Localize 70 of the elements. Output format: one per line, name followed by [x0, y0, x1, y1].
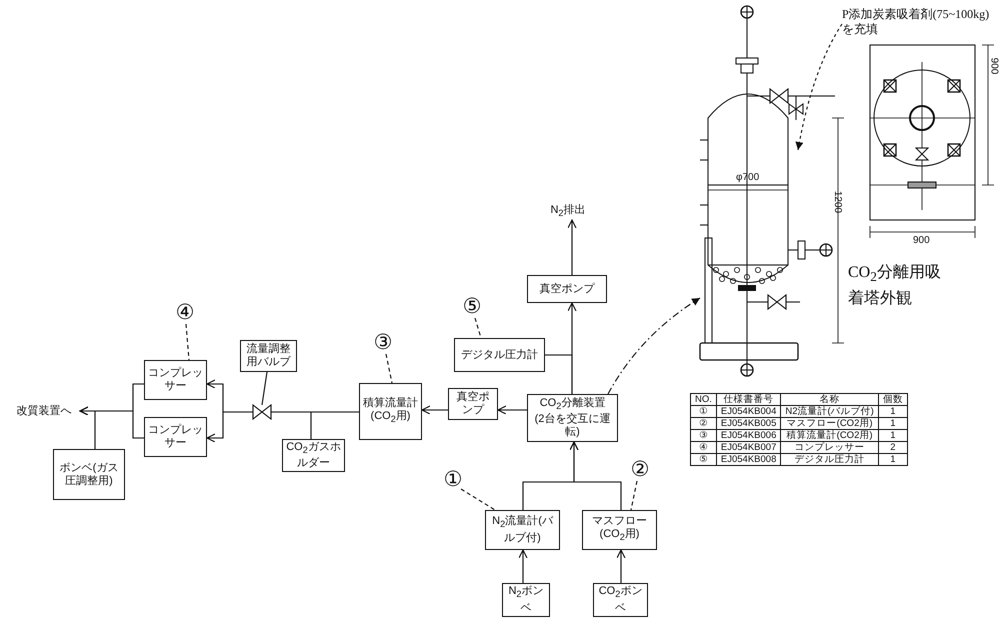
arrow	[569, 441, 622, 510]
arrow	[608, 298, 700, 394]
table-cell: ①	[690, 406, 716, 418]
process-box: ボンベ(ガス圧調整用)	[53, 449, 125, 500]
table-cell: ③	[690, 430, 716, 442]
table-header-cell: 仕様書番号	[716, 394, 781, 406]
arrow	[497, 405, 527, 415]
connector-line	[261, 372, 268, 406]
connector-line	[545, 354, 573, 394]
table-cell: 積算流量計(CO2用)	[780, 430, 878, 442]
table-cell: 1	[878, 454, 908, 466]
leader-line	[185, 324, 190, 360]
callout-number: ④	[174, 302, 196, 324]
adsorption-tower-drawing	[699, 5, 799, 377]
arrow	[796, 24, 842, 150]
process-box: CO$_{2}$分離装置 (2台を交互に運転)	[527, 394, 618, 442]
table-cell: ④	[690, 442, 716, 454]
table-cell: 1	[878, 430, 908, 442]
figure-caption: CO$_{2}$分離用吸着塔外観	[848, 263, 942, 310]
process-box: N$_{2}$ボンベ	[502, 583, 550, 617]
callout-number: ⑤	[461, 296, 483, 318]
table-cell: コンプレッサー	[780, 442, 878, 454]
process-box: コンプレッサー	[144, 417, 207, 457]
table-cell: EJ054KB008	[716, 454, 781, 466]
leader-line	[474, 318, 482, 338]
table-cell: ②	[690, 418, 716, 430]
process-box: デジタル圧力計	[454, 338, 545, 372]
table-cell: EJ054KB004	[716, 406, 781, 418]
callout-number: ②	[629, 459, 651, 481]
table-cell: EJ054KB007	[716, 442, 781, 454]
connector-line	[271, 411, 359, 413]
leader-line	[385, 354, 393, 384]
table-cell: デジタル圧力計	[780, 454, 878, 466]
table-cell: N2流量計(バルブ付)	[780, 406, 878, 418]
table-header-cell: 名称	[780, 394, 878, 406]
dimension-label: 1200	[831, 190, 844, 214]
table-header-cell: NO.	[690, 394, 716, 406]
table-header-cell: 個数	[878, 394, 908, 406]
arrow	[518, 549, 528, 583]
table-cell: EJ054KB006	[716, 430, 781, 442]
outlet-label: 改質装置へ	[8, 403, 80, 419]
dimension-label: 900	[987, 58, 1000, 74]
arrow	[79, 406, 96, 449]
process-box: N$_{2}$流量計(バルブ付)	[485, 510, 560, 550]
arrow	[567, 219, 577, 275]
process-box: CO$_{2}$ボンベ	[593, 583, 648, 617]
arrow	[206, 411, 253, 443]
leader-line	[460, 488, 496, 510]
table-cell: マスフロー(CO2用)	[780, 418, 878, 430]
callout-number: ①	[442, 469, 464, 491]
table-cell: 1	[878, 418, 908, 430]
note-text: P添加炭素吸着剤(75~100kg)を充填	[842, 4, 990, 40]
outlet-label: N$_{2}$排出	[544, 204, 592, 220]
process-box: 真空ポンプ	[527, 275, 607, 303]
arrow	[616, 549, 626, 583]
leader-line	[630, 480, 638, 510]
valve-symbol	[252, 404, 272, 420]
table-cell: ⑤	[690, 454, 716, 466]
process-box: CO$_{2}$ガスホルダー	[282, 439, 345, 472]
dimension-label: 900	[913, 235, 930, 247]
callout-number: ③	[372, 332, 394, 354]
arrow	[421, 405, 448, 415]
process-box: コンプレッサー	[144, 360, 207, 400]
table-cell: EJ054KB005	[716, 418, 781, 430]
table-cell: 2	[878, 442, 908, 454]
process-box: マスフロー(CO$_{2}$用)	[582, 510, 657, 550]
process-box: 積算流量計(CO$_{2}$用)	[359, 383, 422, 440]
table-cell: 1	[878, 406, 908, 418]
process-box: 真空ポンプ	[448, 388, 498, 420]
process-box: 流量調整用バルブ	[240, 340, 297, 372]
